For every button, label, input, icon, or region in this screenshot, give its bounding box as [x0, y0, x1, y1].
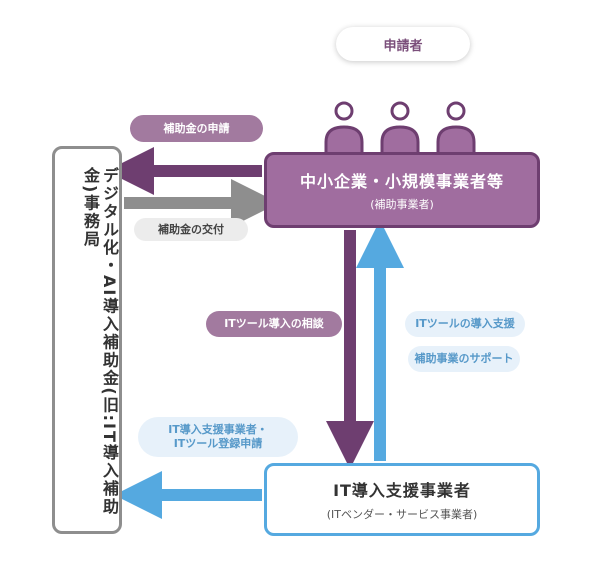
registration-label-line1: IT導入支援事業者・: [168, 423, 268, 436]
consultation-label: ITツール導入の相談: [206, 311, 342, 337]
people-icon: [324, 101, 476, 154]
grant-label: 補助金の交付: [134, 218, 248, 241]
sme-subtitle: (補助事業者): [370, 198, 434, 211]
sme-title: 中小企業・小規模事業者等: [299, 172, 504, 191]
registration-label: IT導入支援事業者・ ITツール登録申請: [138, 417, 298, 457]
project-support-label: 補助事業のサポート: [408, 346, 520, 372]
introduction-support-label: ITツールの導入支援: [405, 311, 525, 337]
registration-label-line2: ITツール登録申請: [173, 437, 263, 450]
applicant-label: 申請者: [336, 27, 470, 61]
subsidy-office-box: デジタル化・AI導入補助金(旧:IT導入補助金)事務局: [52, 146, 122, 534]
sme-box: 中小企業・小規模事業者等 (補助事業者): [264, 152, 540, 228]
application-label: 補助金の申請: [130, 115, 263, 142]
it-vendor-title: IT導入支援事業者: [333, 481, 471, 500]
subsidy-office-label: デジタル化・AI導入補助金(旧:IT導入補助金)事務局: [81, 167, 119, 516]
it-vendor-box: IT導入支援事業者 (ITベンダー・サービス事業者): [264, 463, 540, 536]
it-vendor-subtitle: (ITベンダー・サービス事業者): [326, 508, 478, 521]
